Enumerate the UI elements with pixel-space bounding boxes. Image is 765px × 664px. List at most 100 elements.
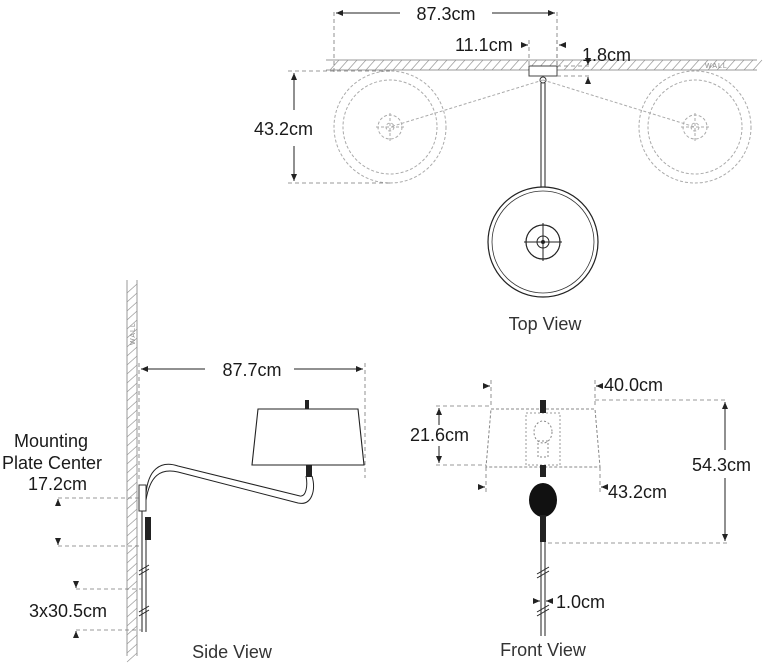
top-view-caption: Top View: [509, 314, 583, 334]
wall-hatch-line: [419, 59, 430, 71]
wall-hatch-line: [126, 607, 138, 618]
wall-hatch-line: [126, 283, 138, 294]
side-mounting-plate: [138, 484, 151, 632]
wall-hatch-line: [455, 59, 466, 71]
wall-hatch-line: [491, 59, 502, 71]
wall-hatch-line: [509, 59, 520, 71]
wall-hatch-line: [590, 59, 601, 71]
top-shade: [487, 186, 599, 298]
wall-hatch-line: [126, 427, 138, 438]
dim-shade-height: 21.6cm: [410, 405, 491, 466]
wall-hatch-line: [126, 535, 138, 546]
top-dim-shade-diameter-label: 43.2cm: [254, 119, 313, 139]
wall-hatch-line: [126, 589, 138, 600]
top-dim-plate-depth-label: 1.8cm: [582, 45, 631, 65]
side-dim-plate-center-label: 17.2cm: [28, 474, 87, 494]
top-dim-plate-width-label: 11.1cm: [455, 35, 513, 55]
wall-hatch-line: [126, 616, 138, 627]
wall-hatch-line: [126, 364, 138, 375]
top-view-wall: WALL: [326, 59, 763, 71]
wall-hatch-line: [707, 59, 718, 71]
dim-shade-diameter: 43.2cm: [254, 70, 390, 184]
wall-hatch-line: [126, 652, 138, 663]
wall-hatch-line: [126, 400, 138, 411]
wall-hatch-line: [644, 59, 655, 71]
wall-hatch-line: [689, 59, 700, 71]
wall-hatch-line: [383, 59, 394, 71]
front-view-caption: Front View: [500, 640, 587, 660]
top-ghost-arms: [389, 79, 696, 128]
wall-hatch-line: [126, 454, 138, 465]
top-arm: [540, 83, 546, 196]
wall-hatch-line: [482, 59, 493, 71]
wall-hatch-line: [126, 391, 138, 402]
wall-hatch-line: [126, 409, 138, 420]
wall-hatch-line: [126, 310, 138, 321]
wall-hatch-line: [126, 553, 138, 564]
wall-hatch-line: [671, 59, 682, 71]
wall-hatch-line: [329, 59, 340, 71]
wall-hatch-line: [572, 59, 583, 71]
wall-hatch-line: [126, 580, 138, 591]
wall-hatch-line: [464, 59, 475, 71]
wall-hatch-line: [365, 59, 376, 71]
wall-hatch-line: [126, 490, 138, 501]
side-wall-label: WALL: [130, 322, 137, 345]
wall-hatch-line: [401, 59, 412, 71]
wall-hatch-line: [126, 634, 138, 645]
wall-hatch-line: [126, 355, 138, 366]
front-dim-shade-top-label: 40.0cm: [604, 375, 663, 395]
wall-hatch-line: [392, 59, 403, 71]
side-swing-arm: [145, 463, 314, 504]
wall-hatch-line: [126, 346, 138, 357]
wall-hatch-line: [126, 643, 138, 654]
wall-hatch-line: [126, 499, 138, 510]
wall-hatch-line: [126, 337, 138, 348]
wall-hatch-line: [126, 382, 138, 393]
side-view: WALL 87.7cm Mount: [2, 280, 366, 663]
dim-shade-bottom: 43.2cm: [478, 467, 667, 502]
front-shade: [485, 400, 601, 477]
top-wall-label: WALL: [705, 63, 728, 70]
wall-hatch-line: [126, 445, 138, 456]
mounting-label-line1: Mounting: [14, 431, 88, 451]
side-view-wall: WALL: [126, 280, 138, 663]
side-dim-rod-segments-label: 3x30.5cm: [29, 601, 107, 621]
wall-hatch-line: [518, 59, 529, 71]
wall-hatch-line: [126, 319, 138, 330]
dim-extension: 87.7cm: [138, 360, 366, 480]
wall-hatch-line: [599, 59, 610, 71]
wall-hatch-line: [626, 59, 637, 71]
wall-hatch-line: [126, 418, 138, 429]
wall-hatch-line: [126, 472, 138, 483]
dim-plate-center: Mounting Plate Center 17.2cm: [2, 431, 139, 547]
wall-hatch-line: [653, 59, 664, 71]
wall-hatch-line: [500, 59, 511, 71]
wall-hatch-line: [126, 625, 138, 636]
wall-hatch-line: [126, 292, 138, 303]
dim-rod-segments: 3x30.5cm: [29, 564, 150, 638]
wall-hatch-line: [410, 59, 421, 71]
wall-hatch-line: [126, 544, 138, 555]
wall-hatch-line: [126, 481, 138, 492]
wall-hatch-line: [698, 59, 709, 71]
wall-hatch-line: [563, 59, 574, 71]
wall-hatch-line: [126, 301, 138, 312]
wall-hatch-line: [734, 59, 745, 71]
wall-hatch-line: [126, 598, 138, 609]
front-dim-shade-bottom-label: 43.2cm: [608, 482, 667, 502]
wall-hatch-line: [428, 59, 439, 71]
wall-hatch-line: [126, 562, 138, 573]
wall-hatch-line: [126, 373, 138, 384]
top-view: WALL 87.3cm 11.1cm 1.8cm: [254, 4, 763, 334]
wall-hatch-line: [608, 59, 619, 71]
wall-hatch-line: [347, 59, 358, 71]
dim-overall-height: 54.3cm: [548, 399, 751, 544]
wall-hatch-line: [437, 59, 448, 71]
wall-hatch-line: [126, 463, 138, 474]
wall-hatch-line: [126, 526, 138, 537]
side-dim-extension-label: 87.7cm: [222, 360, 281, 380]
dim-shade-top: 40.0cm: [483, 375, 663, 408]
front-view: 40.0cm 21.6cm: [410, 375, 751, 660]
